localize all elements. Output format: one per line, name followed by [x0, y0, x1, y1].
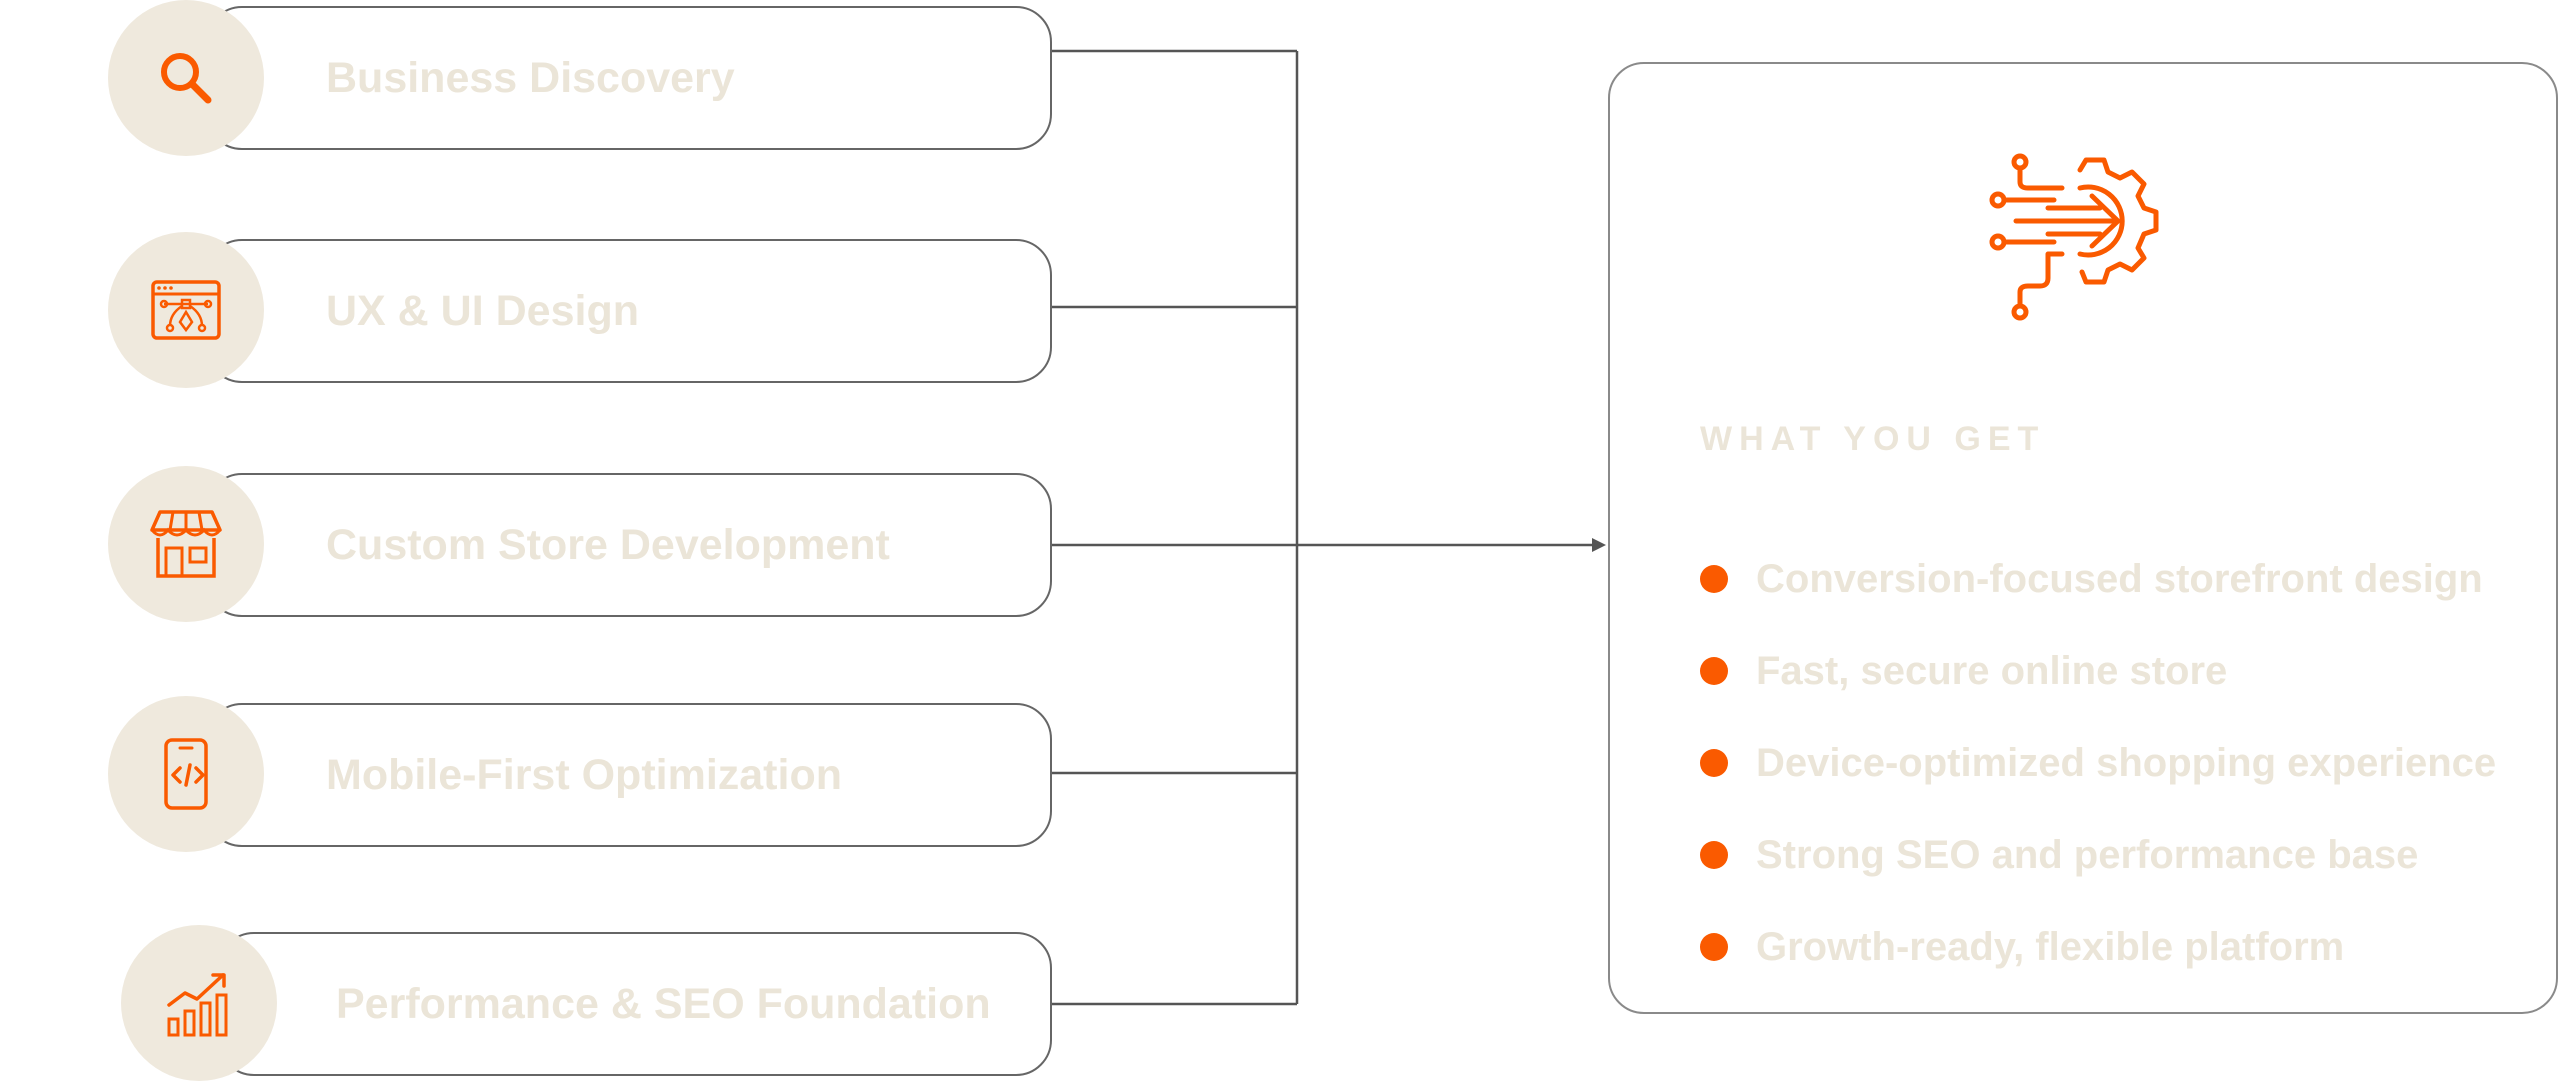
storefront-icon — [150, 510, 222, 578]
growth-chart-icon — [167, 973, 228, 1037]
benefit-text: Fast, secure online store — [1756, 648, 2228, 693]
step-icon-badge — [121, 925, 277, 1081]
bullet-icon — [1700, 657, 1728, 685]
step-custom-store-development: Custom Store Development — [206, 473, 1052, 617]
step-icon-badge — [108, 466, 264, 622]
step-performance-seo-foundation: Performance & SEO Foundation — [218, 932, 1052, 1076]
step-mobile-first-optimization: Mobile-First Optimization — [206, 703, 1052, 847]
benefit-item: Conversion-focused storefront design — [1700, 549, 2483, 609]
step-icon-badge — [108, 696, 264, 852]
step-ux-ui-design: UX & UI Design — [206, 239, 1052, 383]
bullet-icon — [1700, 841, 1728, 869]
bullet-icon — [1700, 565, 1728, 593]
connector-arrowhead — [1592, 538, 1606, 552]
bullet-icon — [1700, 933, 1728, 961]
benefit-item: Growth-ready, flexible platform — [1700, 917, 2344, 977]
benefit-text: Conversion-focused storefront design — [1756, 556, 2483, 601]
step-label: Mobile-First Optimization — [326, 750, 842, 799]
search-icon — [161, 53, 212, 104]
step-business-discovery: Business Discovery — [206, 6, 1052, 150]
step-label: Performance & SEO Foundation — [336, 979, 991, 1028]
benefit-text: Growth-ready, flexible platform — [1756, 924, 2345, 969]
step-label: UX & UI Design — [326, 286, 639, 335]
benefit-item: Device-optimized shopping experience — [1700, 733, 2496, 793]
benefit-text: Device-optimized shopping experience — [1756, 740, 2497, 785]
step-label: Business Discovery — [326, 53, 735, 102]
design-window-icon — [151, 280, 221, 340]
gear-arrow-icon — [1989, 153, 2159, 321]
step-label: Custom Store Development — [326, 520, 890, 569]
step-icon-badge — [108, 0, 264, 156]
mobile-code-icon — [164, 738, 208, 810]
what-you-get-card: WHAT YOU GET Conversion-focused storefro… — [1608, 62, 2558, 1014]
card-heading: WHAT YOU GET — [1700, 420, 2046, 458]
benefit-item: Strong SEO and performance base — [1700, 825, 2418, 885]
bullet-icon — [1700, 749, 1728, 777]
benefit-text: Strong SEO and performance base — [1756, 832, 2419, 877]
benefit-item: Fast, secure online store — [1700, 641, 2227, 701]
step-icon-badge — [108, 232, 264, 388]
